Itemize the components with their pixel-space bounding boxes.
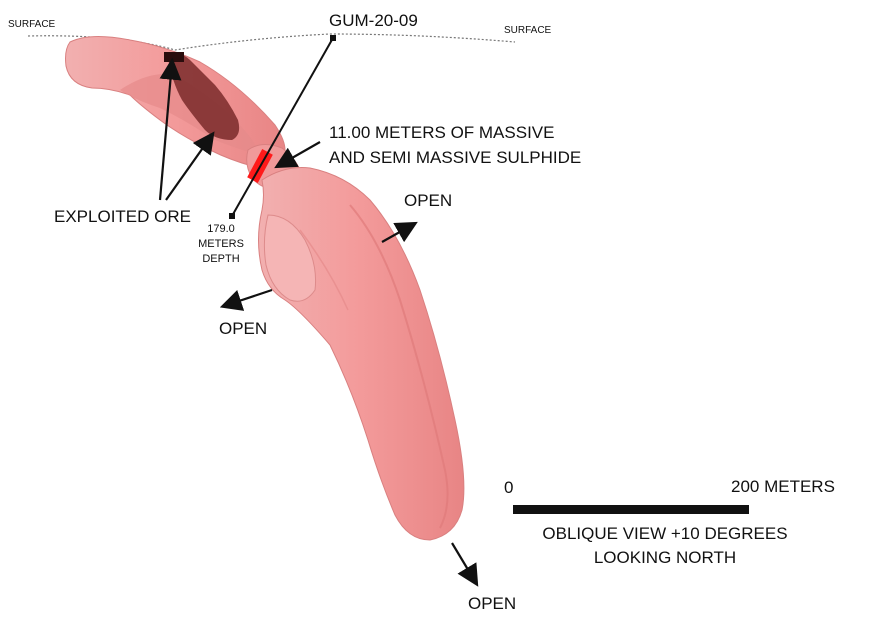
open-label-left: OPEN <box>219 319 268 338</box>
exploited-ore-label: EXPLOITED ORE <box>54 207 191 226</box>
view-line-2: LOOKING NORTH <box>593 548 737 567</box>
open-label-right: OPEN <box>404 191 453 210</box>
exploited-ore-top <box>164 52 184 62</box>
exploited-arrow-1-icon <box>158 57 182 201</box>
open-label-bottom: OPEN <box>468 594 517 613</box>
drillhole-name: GUM-20-09 <box>329 11 418 30</box>
open-arrow-left-icon <box>219 288 273 311</box>
orebody-model <box>65 36 465 541</box>
exploited-ore-zone <box>168 54 240 140</box>
intercept-label: 11.00 METERS OF MASSIVE AND SEMI MASSIVE… <box>329 120 581 170</box>
depth-word: DEPTH <box>202 253 240 265</box>
ridge-line <box>349 204 449 529</box>
ridge-line-2 <box>299 229 349 311</box>
view-line-1: OBLIQUE VIEW +10 DEGREES <box>542 524 788 543</box>
drillhole-end <box>229 213 235 219</box>
scale-bar <box>513 505 749 514</box>
open-arrow-bottom-icon <box>451 542 479 587</box>
open-arrow-right-icon <box>381 221 418 243</box>
surface-label-right: SURFACE <box>504 25 552 36</box>
intercept-arrow-icon <box>274 141 321 169</box>
intercept-line-1: 11.00 METERS OF MASSIVE <box>329 123 555 142</box>
side-lobe <box>263 214 316 302</box>
drillhole-depth-label: 179.0 METERS DEPTH <box>196 222 246 267</box>
exploited-arrow-2-icon <box>165 131 215 201</box>
intercept-line-2: AND SEMI MASSIVE SULPHIDE <box>329 148 582 167</box>
scale-start-label: 0 <box>504 478 514 497</box>
scale-end-label: 200 METERS <box>731 477 835 496</box>
surface-label-left: SURFACE <box>8 19 56 30</box>
drillhole-collar <box>330 35 336 41</box>
drillhole-line <box>231 37 334 217</box>
view-label: OBLIQUE VIEW +10 DEGREES LOOKING NORTH <box>530 522 800 570</box>
depth-unit: METERS <box>198 238 244 250</box>
depth-value: 179.0 <box>207 223 235 235</box>
